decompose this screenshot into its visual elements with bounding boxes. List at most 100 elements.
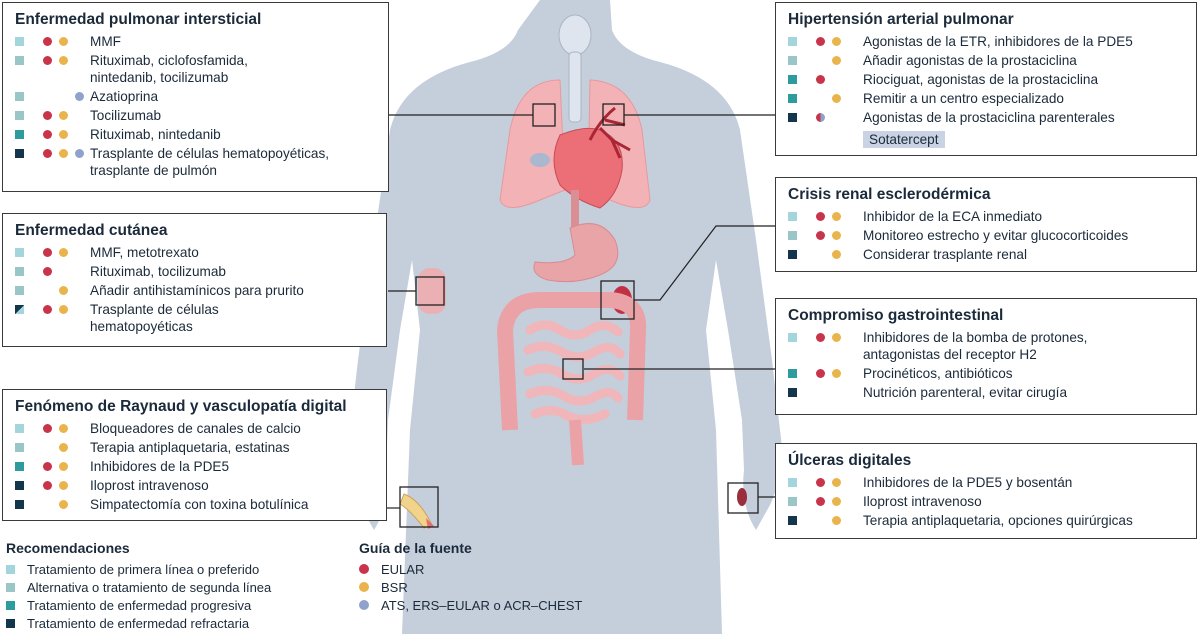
source-dot-bsr [59,111,68,120]
pah-title: Hipertensión arterial pulmonar [788,11,1014,28]
item-text: Considerar trasplante renal [863,247,1027,262]
recommendation-square [788,56,797,65]
legend-label: EULAR [381,561,425,577]
legend-dot [359,564,369,574]
recommendation-square [788,388,797,397]
legend-dot [359,582,369,592]
item-markers [788,384,863,401]
recommendation-square [15,286,24,295]
source-dot-bsr [832,56,841,65]
legend-square [6,564,15,574]
source-dot-bsr [832,497,841,506]
recommendation-square [15,37,24,46]
list-item: Rituximab, ciclofosfamida, nintedanib, t… [15,52,378,86]
legend-label: Tratamiento de enfermedad progresiva [27,597,252,613]
source-dot-eular [816,231,825,240]
list-item: Inhibidores de la PDE5 y bosentán [788,474,1186,491]
source-dot-eular [43,56,52,65]
source-dot-bsr [59,37,68,46]
raynaud-box: Fenómeno de Raynaud y vasculopatía digit… [2,389,387,521]
item-text: MMF, metotrexato [90,245,199,260]
item-markers [788,208,863,225]
stomach [533,223,619,283]
source-dot-eular [816,333,825,342]
legend-square [6,618,15,628]
item-markers [15,282,90,299]
source-dot-bsr [59,443,68,452]
list-item: Terapia antiplaquetaria, estatinas [15,439,376,456]
legend-row: Tratamiento de enfermedad progresiva [6,596,336,614]
item-markers [788,109,863,126]
item-markers [788,329,863,346]
left-lung [499,79,566,208]
item-text: Inhibidores de la PDE5 [90,459,230,474]
item-text: Procinéticos, antibióticos [863,366,1013,381]
list-item: MMF [15,33,378,50]
item-markers [15,33,90,50]
item-markers [15,263,90,280]
list-item: Azatioprina [15,88,378,105]
legend-square [6,582,15,592]
source-dot-eular [816,212,825,221]
source-dot-eular [43,248,52,257]
recommendation-square [15,500,24,509]
source-dot-eular [43,267,52,276]
source-dot-eular [816,37,825,46]
recommendation-square [15,92,24,101]
gi-box: Compromiso gastrointestinal Inhibidores … [775,298,1197,415]
item-text: Inhibidores de la bomba de protones, ant… [863,330,1088,362]
list-item: Nutrición parenteral, evitar cirugía [788,384,1186,401]
list-item: Añadir antihistamínicos para prurito [15,282,376,299]
source-dot-bsr [59,481,68,490]
recommendation-square [15,443,24,452]
legend-label: Alternativa o tratamiento de segunda lín… [27,579,272,595]
source-dot-bsr [59,424,68,433]
item-markers [788,33,863,50]
list-item: Bloqueadores de canales de calcio [15,420,376,437]
item-text: Rituximab, ciclofosfamida, nintedanib, t… [90,53,248,85]
legend-row: Tratamiento de enfermedad refractaria [6,614,336,632]
source-dot-bsr [59,149,68,158]
source-dot-eular [816,478,825,487]
item-text: Tocilizumab [90,108,162,123]
list-item: Rituximab, tocilizumab [15,263,376,280]
connector-lines [387,114,775,509]
recommendation-square [788,231,797,240]
gi-title: Compromiso gastrointestinal [788,307,1004,324]
item-markers [15,477,90,494]
raynaud-title: Fenómeno de Raynaud y vasculopatía digit… [15,398,347,415]
item-text: Añadir antihistamínicos para prurito [90,283,304,298]
skin-title: Enfermedad cutánea [15,222,168,239]
item-text: Azatioprina [90,89,159,104]
source-dot-eular [43,149,52,158]
recommendations-list: Tratamiento de primera línea o preferido… [6,560,336,632]
recommendation-square [15,130,24,139]
pah-box: Hipertensión arterial pulmonar Agonistas… [775,2,1197,156]
large-intestine [497,292,647,431]
recommendation-square [15,424,24,433]
source-dot-bsr [832,516,841,525]
recommendation-square [15,111,24,120]
ild-title: Enfermedad pulmonar intersticial [15,11,262,28]
item-markers [15,458,90,475]
list-item: Inhibidores de la bomba de protones, ant… [788,329,1186,363]
item-markers [788,52,863,69]
source-dot-eular [43,111,52,120]
recommendations-legend: Recomendaciones Tratamiento de primera l… [6,540,336,632]
legend-row: BSR [359,578,659,596]
legend-row: Tratamiento de primera línea o preferido [6,560,336,578]
forearm-rash [418,268,446,314]
legend-row: EULAR [359,560,659,578]
list-item: Trasplante de células hematopoyéticas, t… [15,145,378,179]
list-item: Riociguat, agonistas de la prostaciclina [788,71,1186,88]
item-markers [15,145,90,162]
recommendation-square [788,113,797,122]
item-text: Riociguat, agonistas de la prostaciclina [863,72,1099,87]
pah-list: Agonistas de la ETR, inhibidores de la P… [788,33,1186,126]
renal-box: Crisis renal esclerodérmica Inhibidor de… [775,177,1197,272]
item-markers [788,474,863,491]
